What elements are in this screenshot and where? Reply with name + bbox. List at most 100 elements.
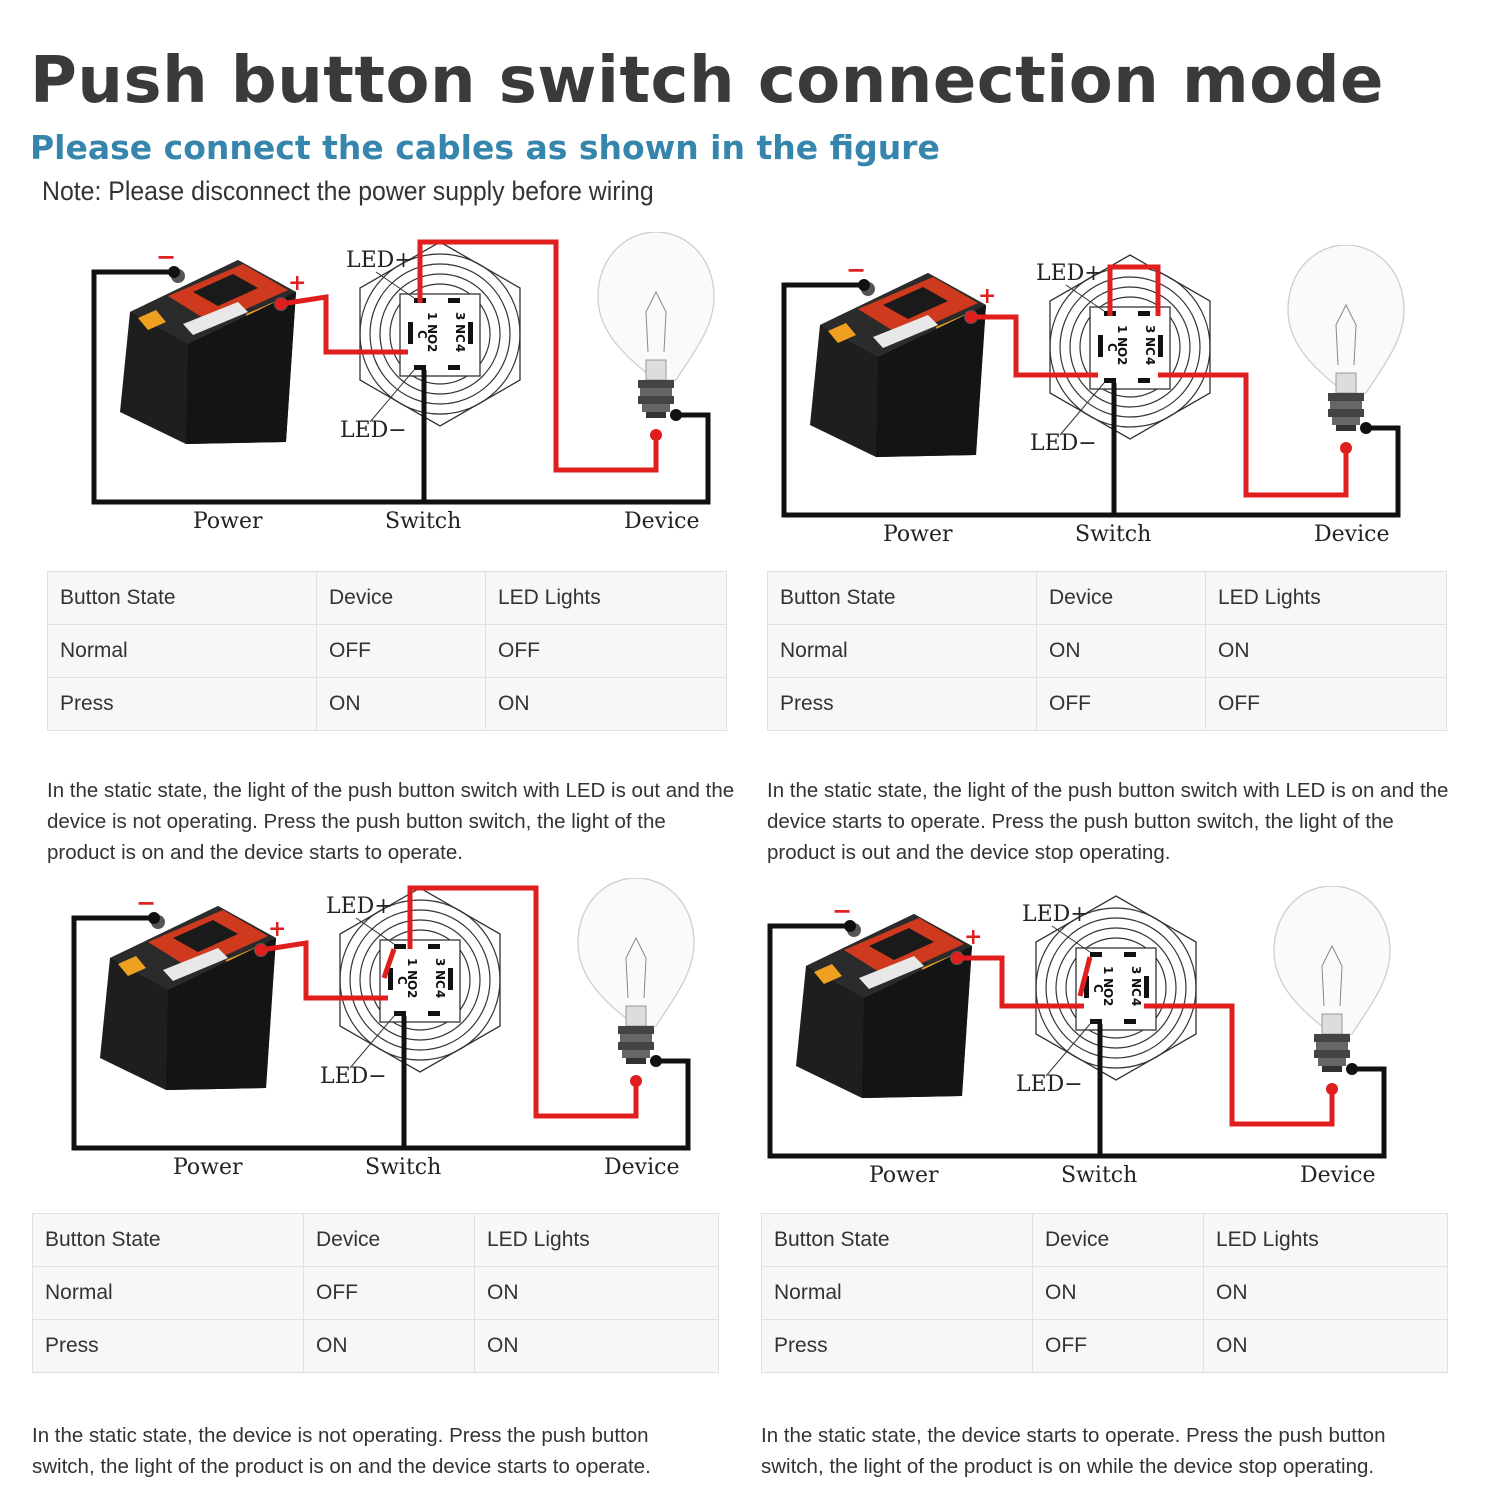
svg-text:NC: NC <box>453 324 467 343</box>
table-cell: ON <box>1205 624 1447 678</box>
table-row: Normal ON ON <box>767 624 1447 678</box>
device-label: Device <box>1300 1163 1375 1188</box>
table-cell: Normal <box>761 1266 1033 1320</box>
table-cell: ON <box>303 1319 475 1373</box>
svg-text:4: 4 <box>1143 357 1157 365</box>
table-header-cell: Button State <box>767 571 1037 625</box>
svg-text:2: 2 <box>425 344 439 352</box>
table-cell: Press <box>32 1319 304 1373</box>
light-bulb-icon <box>577 878 695 1064</box>
table-cell: Press <box>47 677 317 731</box>
table-header-cell: Button State <box>761 1213 1033 1267</box>
table-cell: Normal <box>47 624 317 678</box>
table-row: Normal OFF OFF <box>47 624 727 678</box>
table-header-cell: LED Lights <box>1205 571 1447 625</box>
table-header-cell: Button State <box>47 571 317 625</box>
table-header-row: Button State Device LED Lights <box>47 571 727 625</box>
table-cell: ON <box>316 677 486 731</box>
svg-text:3: 3 <box>433 958 447 966</box>
description-1: In the static state, the light of the pu… <box>47 779 735 864</box>
svg-text:4: 4 <box>1129 998 1143 1006</box>
diagram-panel-4: − + 1 NO 2 C 3 NC 4 LED+ LED− <box>754 886 1474 1206</box>
table-cell: OFF <box>1032 1319 1204 1373</box>
battery-plus-sign: + <box>288 270 306 296</box>
table-cell: Normal <box>767 624 1037 678</box>
state-table-2: Button State Device LED Lights Normal ON… <box>767 571 1447 731</box>
svg-text:NC: NC <box>433 970 447 989</box>
table-cell: ON <box>1036 624 1206 678</box>
push-button-switch: 1 NO 2 C 3 NC 4 <box>1035 895 1197 1081</box>
battery-minus-sign: − <box>136 888 156 917</box>
table-row: Press OFF ON <box>761 1319 1448 1373</box>
table-cell: Press <box>761 1319 1033 1373</box>
table-header-row: Button State Device LED Lights <box>767 571 1447 625</box>
table-cell: ON <box>474 1266 719 1320</box>
svg-text:1: 1 <box>425 312 439 320</box>
svg-text:3: 3 <box>453 312 467 320</box>
svg-text:NC: NC <box>1129 978 1143 997</box>
svg-text:1: 1 <box>1115 325 1129 333</box>
led-plus-label: LED+ <box>346 248 413 273</box>
svg-text:3: 3 <box>1129 966 1143 974</box>
light-bulb-icon <box>597 232 715 418</box>
switch-label: Switch <box>1075 522 1151 547</box>
svg-text:NC: NC <box>1143 337 1157 356</box>
wires <box>781 264 1401 518</box>
power-label: Power <box>173 1155 243 1180</box>
battery-plus-sign: + <box>964 924 982 950</box>
svg-text:4: 4 <box>453 344 467 352</box>
led-plus-label: LED+ <box>326 894 393 919</box>
svg-text:C: C <box>1091 984 1105 993</box>
description-4: In the static state, the device starts t… <box>761 1424 1386 1478</box>
diagram-panel-2: − + 1 NO 2 C 3 NC 4 LED+ LED− <box>768 245 1488 565</box>
table-cell: OFF <box>1205 677 1447 731</box>
table-cell: OFF <box>485 624 727 678</box>
svg-text:NO: NO <box>425 324 439 344</box>
led-minus-label: LED− <box>1030 431 1097 456</box>
svg-text:C: C <box>415 330 429 339</box>
table-cell: OFF <box>303 1266 475 1320</box>
table-cell: ON <box>1032 1266 1204 1320</box>
page-title: Push button switch connection mode <box>30 44 1384 118</box>
wires <box>767 920 1387 1159</box>
power-label: Power <box>193 509 263 534</box>
led-minus-label: LED− <box>340 418 407 443</box>
svg-text:4: 4 <box>433 990 447 998</box>
table-cell: OFF <box>316 624 486 678</box>
switch-label: Switch <box>1061 1163 1137 1188</box>
device-label: Device <box>604 1155 679 1180</box>
wiring-diagram-svg: − + 1 NO 2 C 3 NC 4 LED+ LED− <box>781 245 1405 547</box>
svg-text:NO: NO <box>1115 337 1129 357</box>
table-header-cell: LED Lights <box>1203 1213 1448 1267</box>
table-header-cell: LED Lights <box>485 571 727 625</box>
battery-icon <box>810 273 986 457</box>
battery-icon <box>796 914 972 1098</box>
power-label: Power <box>883 522 953 547</box>
table-header-row: Button State Device LED Lights <box>32 1213 719 1267</box>
table-header-cell: Device <box>1036 571 1206 625</box>
wires <box>91 239 711 505</box>
table-header-cell: Device <box>303 1213 475 1267</box>
table-cell: Normal <box>32 1266 304 1320</box>
svg-text:NO: NO <box>405 970 419 990</box>
table-cell: ON <box>1203 1266 1448 1320</box>
light-bulb-icon <box>1273 886 1391 1072</box>
battery-plus-sign: + <box>268 916 286 942</box>
description-3: In the static state, the device is not o… <box>32 1424 651 1478</box>
led-plus-label: LED+ <box>1036 261 1103 286</box>
table-row: Normal ON ON <box>761 1266 1448 1320</box>
wiring-diagram-svg: − + 1 NO 2 C 3 NC 4 LED+ LED− <box>91 232 715 534</box>
svg-text:2: 2 <box>1101 998 1115 1006</box>
led-minus-label: LED− <box>1016 1072 1083 1097</box>
svg-text:C: C <box>395 976 409 985</box>
wires <box>71 885 691 1151</box>
table-cell: ON <box>1203 1319 1448 1373</box>
state-table-3: Button State Device LED Lights Normal OF… <box>32 1213 719 1373</box>
power-label: Power <box>869 1163 939 1188</box>
page-subtitle: Please connect the cables as shown in th… <box>30 128 940 167</box>
light-bulb-icon <box>1287 245 1405 431</box>
led-plus-label: LED+ <box>1022 902 1089 927</box>
battery-minus-sign: − <box>832 896 852 925</box>
diagram-panel-1: − + 1 NO 2 C 3 NC 4 LED+ LED− <box>78 232 798 552</box>
svg-text:2: 2 <box>405 990 419 998</box>
